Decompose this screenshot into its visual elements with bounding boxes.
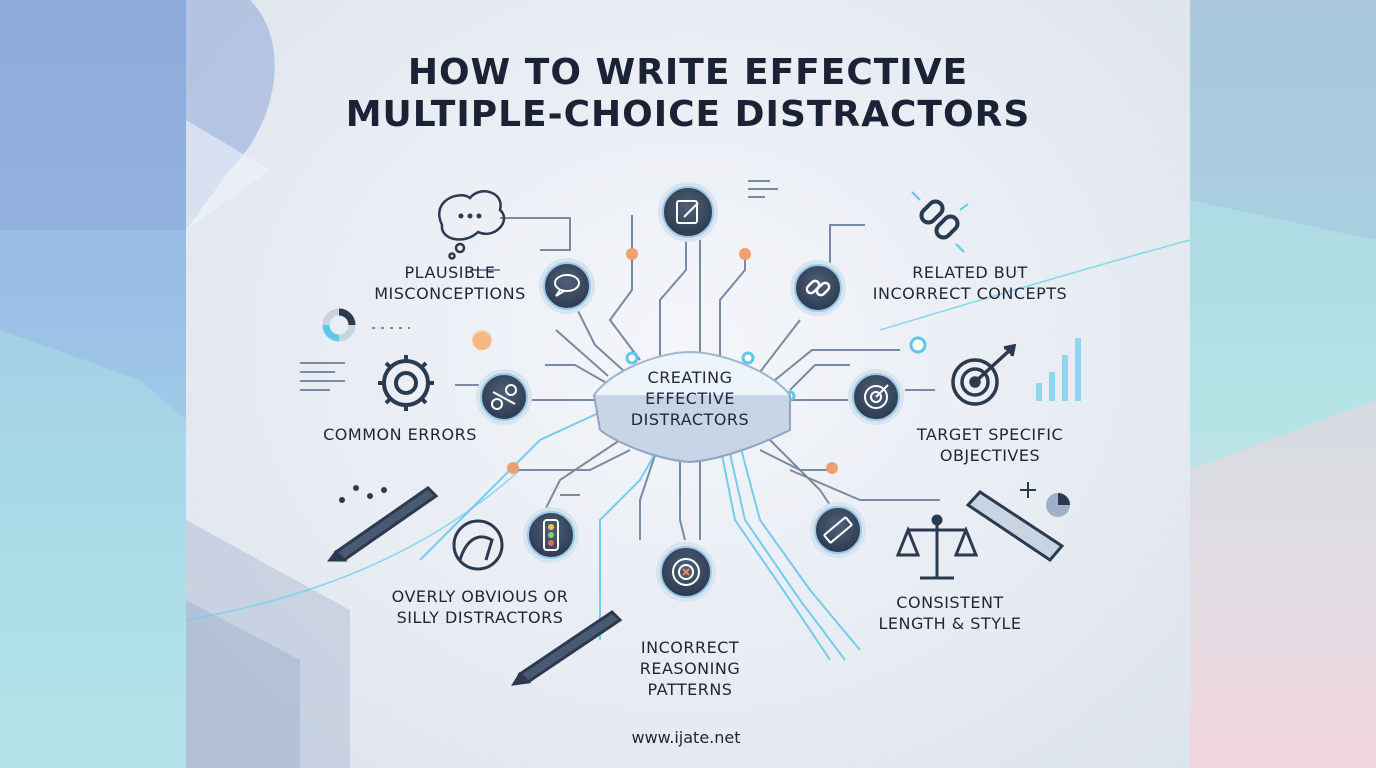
node-obvious[interactable] (523, 507, 579, 563)
node-target[interactable] (848, 369, 904, 425)
label-common-line-1: COMMON ERRORS (323, 425, 477, 444)
chain-link-icon (805, 279, 831, 297)
pen-icon (327, 486, 439, 562)
label-related-concepts: RELATED BUT INCORRECT CONCEPTS (850, 262, 1090, 304)
pie-chart-icon (1046, 493, 1070, 517)
thought-bubble-icon (438, 190, 506, 260)
gear-icon (378, 355, 434, 411)
label-consistent-length: CONSISTENT LENGTH & STYLE (850, 592, 1050, 634)
label-reasoning-line-3: PATTERNS (647, 680, 733, 699)
center-label-line-3: DISTRACTORS (630, 410, 750, 429)
label-incorrect-reasoning: INCORRECT REASONING PATTERNS (600, 637, 780, 700)
center-label: CREATING EFFECTIVE DISTRACTORS (590, 367, 790, 430)
label-consistent-line-1: CONSISTENT (896, 593, 1004, 612)
maze-icon (672, 558, 700, 586)
list-lines-icon (300, 362, 345, 391)
label-plausible-line-1: PLAUSIBLE (404, 263, 496, 282)
label-common-errors: COMMON ERRORS (300, 424, 500, 445)
bullseye-icon (951, 343, 1017, 406)
label-reasoning-line-2: REASONING (639, 659, 741, 678)
center-label-line-2: EFFECTIVE (645, 389, 735, 408)
node-related[interactable] (790, 260, 846, 316)
center-label-line-1: CREATING (647, 368, 733, 387)
label-plausible-line-2: MISCONCEPTIONS (374, 284, 526, 303)
bar-chart-icon (1036, 338, 1081, 401)
label-overly-obvious: OVERLY OBVIOUS OR SILLY DISTRACTORS (370, 586, 590, 628)
scales-icon (895, 514, 979, 580)
label-related-line-2: INCORRECT CONCEPTS (872, 284, 1068, 303)
label-target-line-2: OBJECTIVES (939, 446, 1041, 465)
pen-icon-lower (511, 610, 623, 686)
speech-bubble-icon (554, 274, 580, 297)
label-obvious-line-2: SILLY DISTRACTORS (396, 608, 564, 627)
pencil-note-icon (676, 200, 699, 224)
node-top[interactable] (658, 182, 718, 242)
donut-chart-icon (322, 308, 356, 342)
ruler-deco-icon (965, 490, 1065, 562)
label-obvious-line-1: OVERLY OBVIOUS OR (391, 587, 569, 606)
label-target-objectives: TARGET SPECIFIC OBJECTIVES (890, 424, 1090, 466)
footer-url[interactable]: www.ijate.net (631, 728, 741, 747)
target-icon (864, 384, 889, 409)
node-reasoning[interactable] (656, 542, 716, 602)
list-lines-top-icon (748, 180, 778, 198)
traffic-light-icon (543, 519, 559, 551)
gears-icon (491, 384, 517, 410)
lightbulb-icon (472, 330, 492, 350)
label-plausible-misconceptions: PLAUSIBLE MISCONCEPTIONS (360, 262, 540, 304)
node-consistent[interactable] (810, 502, 866, 558)
broken-chain-icon (919, 199, 960, 240)
facepalm-icon (452, 519, 504, 571)
label-related-line-1: RELATED BUT (912, 263, 1028, 282)
label-consistent-line-2: LENGTH & STYLE (878, 614, 1022, 633)
page-title-line-1: HOW TO WRITE EFFECTIVE (407, 52, 969, 93)
label-target-line-1: TARGET SPECIFIC (916, 425, 1064, 444)
ruler-icon (823, 516, 853, 544)
label-reasoning-line-1: INCORRECT (640, 638, 740, 657)
node-plausible[interactable] (539, 258, 595, 314)
page-title-line-2: MULTIPLE-CHOICE DISTRACTORS (345, 94, 1031, 135)
node-common[interactable] (476, 369, 532, 425)
